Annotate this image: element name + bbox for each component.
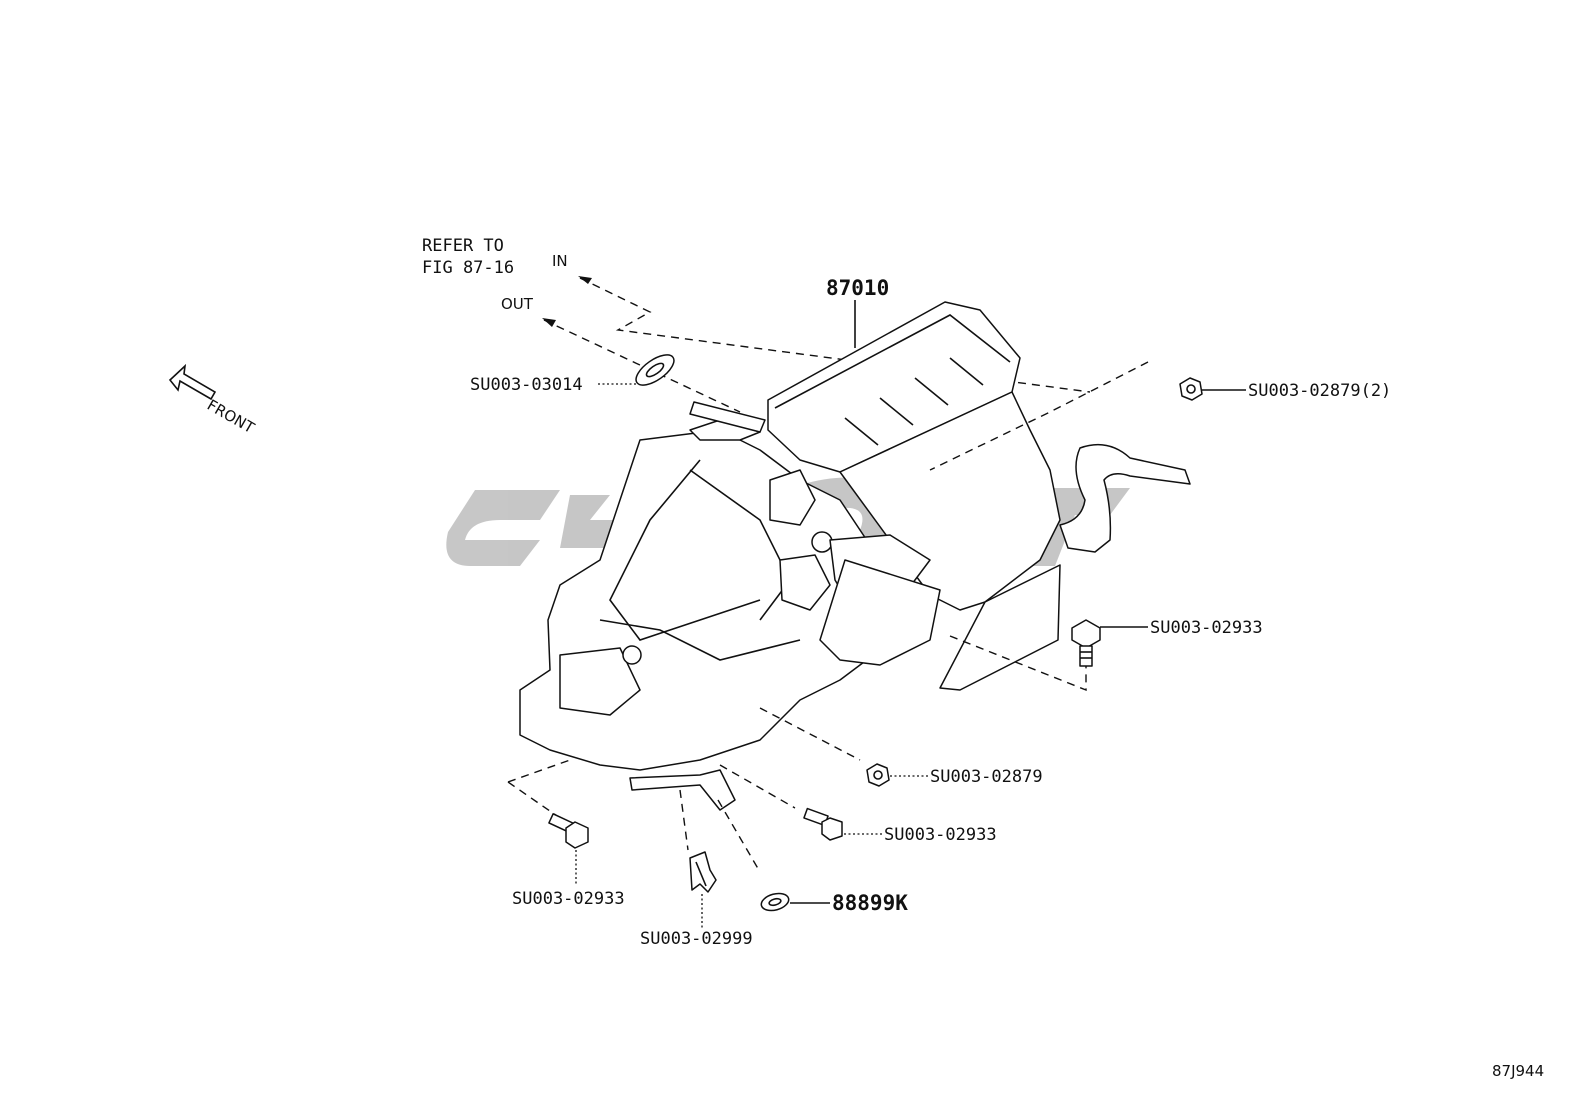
callout-bolt-right: SU003-02933 bbox=[1150, 618, 1263, 638]
clip-bottom-icon bbox=[689, 851, 717, 893]
callout-grommet-top: SU003-03014 bbox=[470, 375, 583, 395]
grommet-bottom-icon bbox=[760, 892, 790, 912]
front-label: FRONT bbox=[204, 396, 258, 438]
callout-nut-top-right: SU003-02879(2) bbox=[1248, 381, 1391, 401]
main-part-number: 87010 bbox=[826, 276, 889, 300]
nut-lower-icon bbox=[866, 763, 890, 787]
guide-lines bbox=[507, 361, 1149, 873]
bolt-lower-mid-icon bbox=[803, 807, 843, 841]
out-label: OUT bbox=[501, 295, 534, 313]
grommet-top-icon bbox=[635, 354, 675, 386]
bolt-right-icon bbox=[1071, 619, 1101, 667]
callout-grommet-bottom: 88899K bbox=[832, 891, 908, 915]
front-arrow: FRONT bbox=[168, 363, 258, 438]
refer-note-line-2: FIG 87-16 bbox=[422, 258, 514, 278]
hvac-unit-body bbox=[519, 301, 1191, 811]
callout-bolt-lower-mid: SU003-02933 bbox=[884, 825, 997, 845]
in-label: IN bbox=[552, 252, 568, 270]
bolt-lower-left-icon bbox=[548, 813, 589, 849]
figure-id: 87J944 bbox=[1492, 1062, 1544, 1080]
callout-clip-bottom: SU003-02999 bbox=[640, 929, 753, 949]
refer-note-line-1: REFER TO bbox=[422, 236, 504, 256]
nut-top-right-icon bbox=[1179, 377, 1203, 401]
callout-nut-lower: SU003-02879 bbox=[930, 767, 1043, 787]
refer-note: REFER TO FIG 87-16 bbox=[422, 236, 514, 278]
callout-bolt-lower-left: SU003-02933 bbox=[512, 889, 625, 909]
